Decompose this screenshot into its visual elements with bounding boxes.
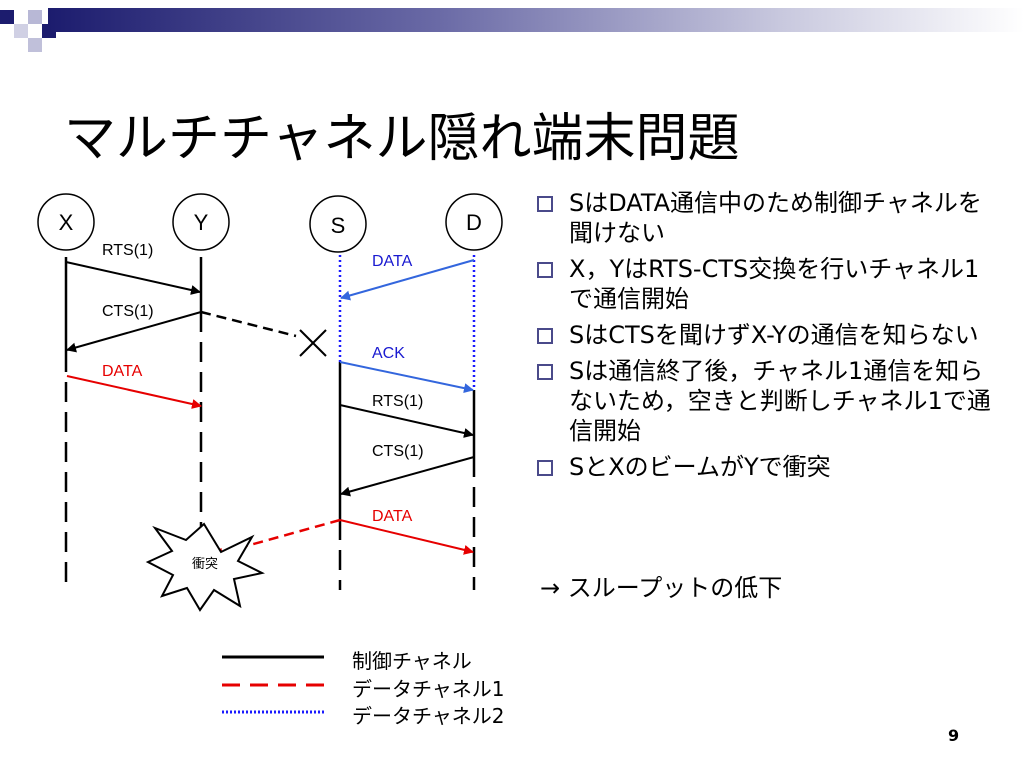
node-x: X [37, 193, 95, 251]
legend-label-data2: データチャネル2 [352, 704, 505, 728]
bullet-square-icon [537, 364, 553, 380]
node-x-label: X [59, 210, 74, 235]
label-collision: 衝突 [192, 556, 218, 572]
slide-title: マルチチャネル隠れ端末問題 [64, 109, 740, 169]
blocked-x-mark [299, 329, 327, 357]
deco-square-dark [0, 10, 14, 24]
label-xy-data: DATA [102, 363, 143, 380]
bullet-item: SはDATA通信中のため制御チャネルを聞けない [535, 188, 995, 248]
deco-square-light [28, 38, 42, 52]
bullet-item: X，YはRTS-CTS交換を行いチャネル1で通信開始 [535, 254, 995, 314]
bullet-text: SはDATA通信中のため制御チャネルを聞けない [569, 189, 982, 247]
deco-square-light [28, 10, 42, 24]
arrow-s-to-y-interference [213, 518, 341, 558]
bullet-item: SとXのビームがYで衝突 [535, 452, 995, 482]
node-s-label: S [331, 213, 346, 238]
bullet-item: SはCTSを聞けずX-Yの通信を知らない [535, 320, 995, 350]
deco-square-light [14, 24, 28, 38]
arrow-sd-rts [339, 404, 474, 438]
label-sd-ack: ACK [372, 345, 405, 362]
legend-label-control: 制御チャネル [352, 649, 472, 673]
legend [222, 655, 324, 714]
node-d-label: D [466, 210, 482, 235]
bullet-square-icon [537, 262, 553, 278]
arrow-sd-data2 [339, 519, 474, 555]
arrow-cts-to-s-blocked [200, 310, 297, 338]
label-sd-rts: RTS(1) [372, 393, 423, 410]
arrow-sd-ack [339, 361, 474, 394]
arrow-sd-data [340, 259, 475, 301]
label-sd-data2: DATA [372, 508, 413, 525]
arrow-xy-rts [65, 261, 201, 295]
bullet-square-icon [537, 460, 553, 476]
bullet-text: X，YはRTS-CTS交換を行いチャネル1で通信開始 [569, 255, 980, 313]
label-xy-rts: RTS(1) [102, 242, 153, 259]
label-sd-data: DATA [372, 253, 413, 270]
node-y-label: Y [194, 210, 209, 235]
conclusion-text: → スループットの低下 [540, 574, 783, 602]
label-sd-cts: CTS(1) [372, 443, 424, 460]
bullet-text: Sは通信終了後，チャネル1通信を知らないため，空きと判断しチャネル1で通信開始 [569, 357, 991, 445]
arrow-xy-cts [66, 311, 202, 353]
bullet-text: SはCTSを聞けずX-Yの通信を知らない [569, 321, 979, 349]
arrow-xy-data [66, 375, 202, 409]
bullet-item: Sは通信終了後，チャネル1通信を知らないため，空きと判断しチャネル1で通信開始 [535, 356, 995, 446]
arrow-sd-cts [340, 456, 475, 497]
page-number: 9 [948, 726, 960, 745]
collision-burst-icon: 衝突 [145, 522, 265, 612]
legend-label-data1: データチャネル1 [352, 677, 505, 701]
bullet-square-icon [537, 196, 553, 212]
corner-decoration [0, 10, 56, 52]
node-s: S [309, 195, 367, 253]
bullet-text: SとXのビームがYで衝突 [569, 453, 831, 481]
header-gradient-bar [48, 8, 1024, 32]
node-d: D [445, 193, 503, 251]
label-xy-cts: CTS(1) [102, 303, 154, 320]
bullet-list: SはDATA通信中のため制御チャネルを聞けない X，YはRTS-CTS交換を行い… [535, 188, 995, 488]
bullet-square-icon [537, 328, 553, 344]
node-y: Y [172, 193, 230, 251]
